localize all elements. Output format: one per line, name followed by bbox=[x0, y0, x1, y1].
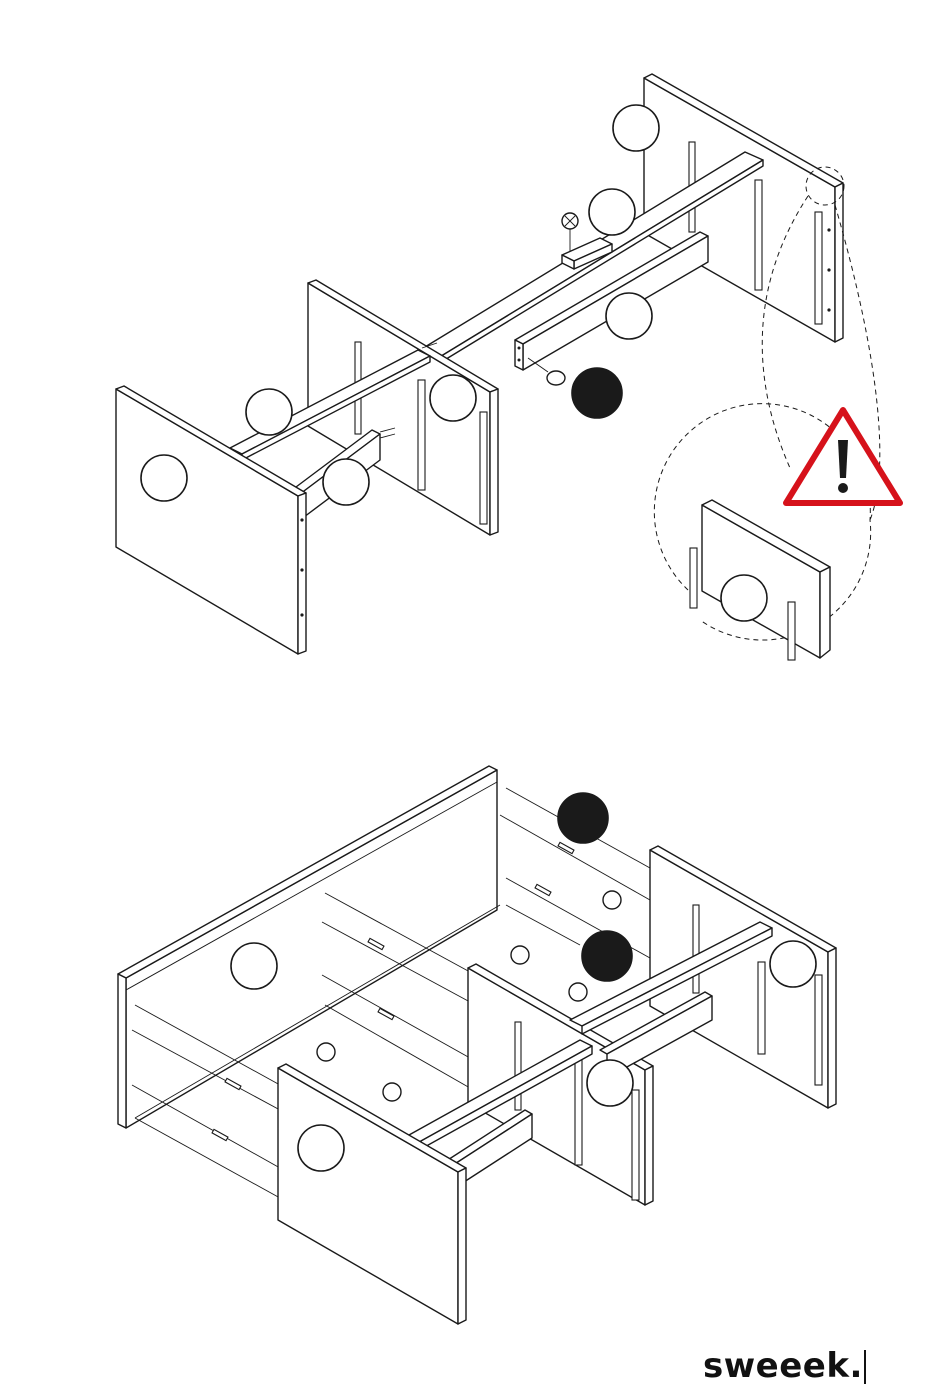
part-callout bbox=[770, 941, 816, 987]
front-left-panel bbox=[278, 1064, 466, 1324]
brand-divider bbox=[864, 1350, 866, 1384]
hardware-callout-filled bbox=[558, 793, 608, 843]
part-callout bbox=[246, 389, 292, 435]
part-callout bbox=[721, 575, 767, 621]
cam-lock-upper bbox=[562, 213, 578, 252]
part-callout bbox=[613, 105, 659, 151]
part-callout bbox=[298, 1125, 344, 1171]
part-callout bbox=[141, 455, 187, 501]
cam-lock-front bbox=[528, 358, 565, 385]
part-callout bbox=[231, 943, 277, 989]
upper-assembly-view bbox=[116, 74, 900, 660]
lower-assembly-view bbox=[118, 766, 836, 1324]
back-panel bbox=[118, 766, 497, 1128]
warning-triangle-icon bbox=[786, 410, 900, 503]
brand-logo: sweeek. bbox=[703, 1346, 863, 1386]
part-callout bbox=[323, 459, 369, 505]
part-callout bbox=[587, 1060, 633, 1106]
part-callout bbox=[430, 375, 476, 421]
part-callout bbox=[606, 293, 652, 339]
hardware-callout-filled bbox=[572, 368, 622, 418]
part-callout bbox=[589, 189, 635, 235]
hardware-callout-filled bbox=[582, 931, 632, 981]
